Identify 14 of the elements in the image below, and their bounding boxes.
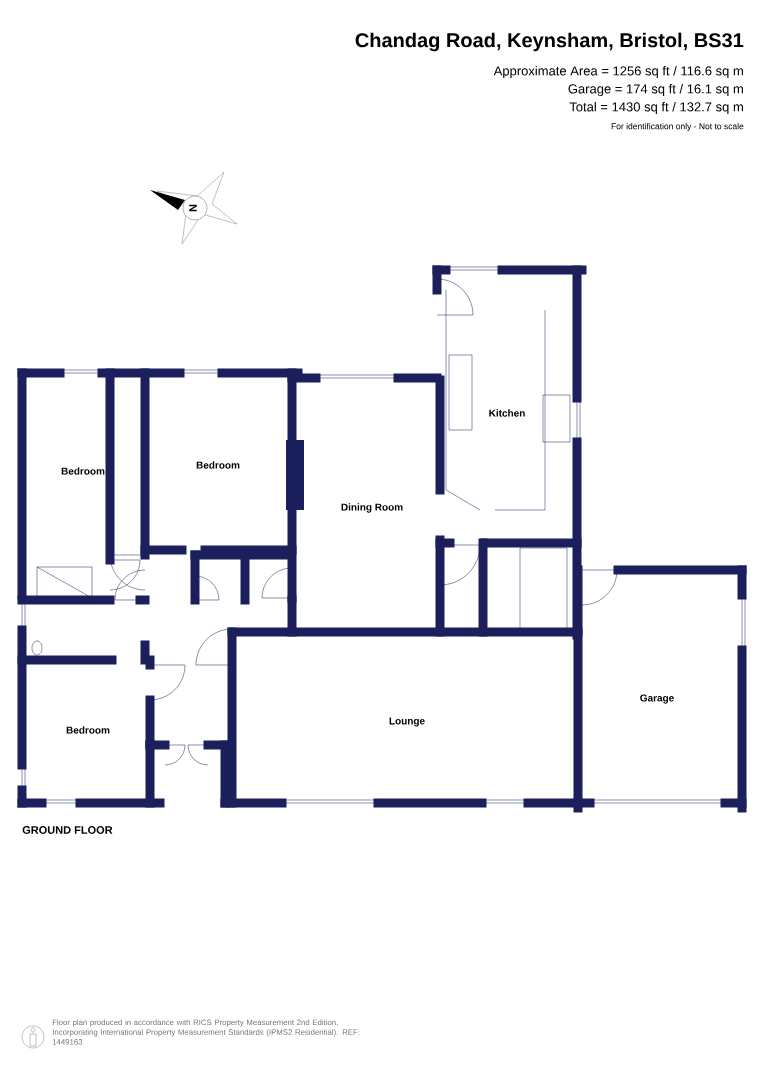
floor-label: GROUND FLOOR [22,826,113,834]
title: Chandag Road, Keynsham, Bristol, BS31 [355,32,744,52]
area-text: Approximate Area = 1256 sq ft / 116.6 sq m [493,65,743,79]
room-label: Kitchen [489,409,525,417]
room-label: Bedroom [196,461,240,469]
room-label: Bedroom [61,467,105,475]
area-text: Total = 1430 sq ft / 132.7 sq m [569,101,743,115]
disclaimer-text: For identification only - Not to scale [611,123,744,131]
room-label: Dining Room [341,503,403,513]
room-label: Lounge [389,717,425,727]
area-text: Garage = 174 sq ft / 16.1 sq m [568,83,743,97]
room-label: Bedroom [66,726,110,734]
compass-letter: N [189,204,197,212]
room-label: Garage [640,694,674,704]
